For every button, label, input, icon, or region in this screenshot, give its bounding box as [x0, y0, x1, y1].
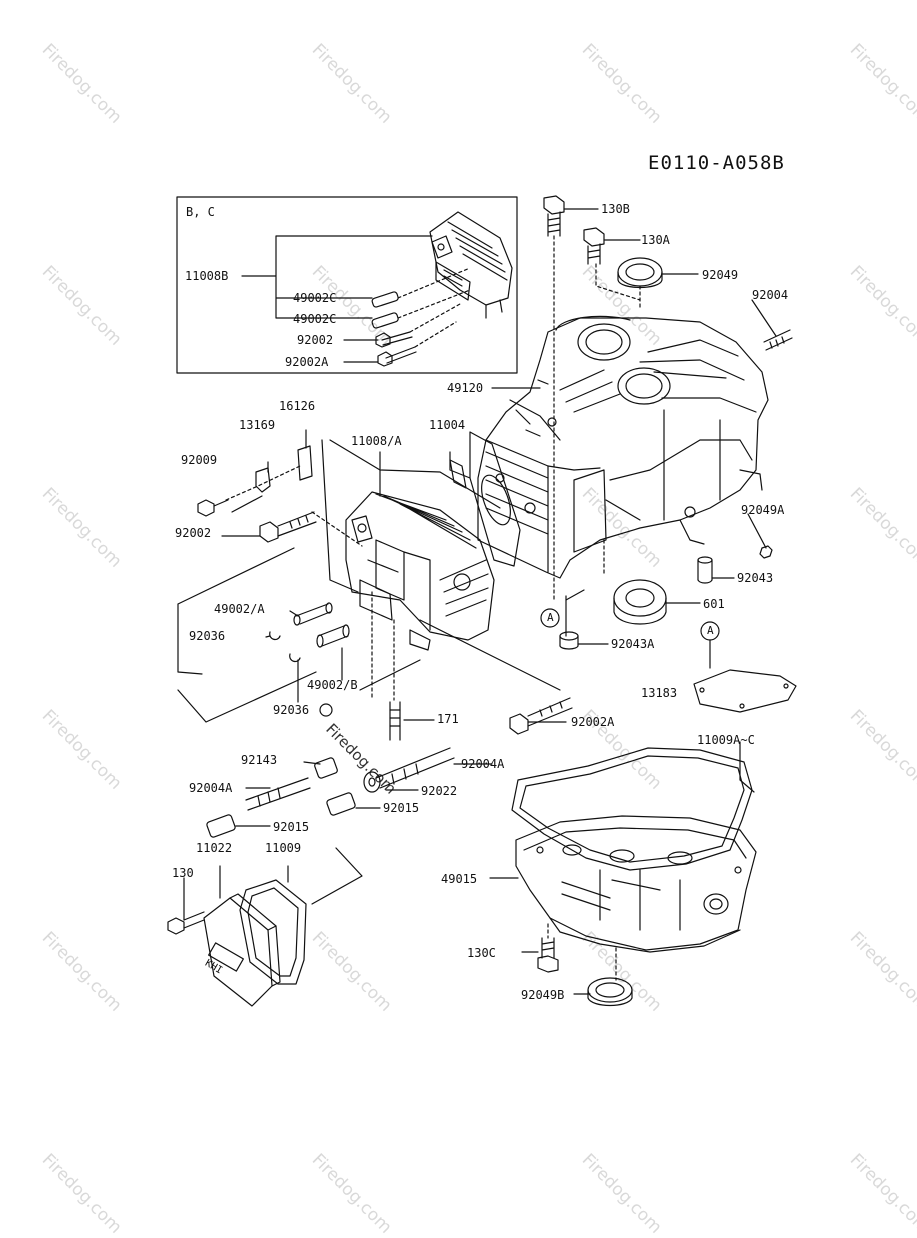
washer-92022-drawing	[363, 771, 381, 793]
part-label[interactable]: 49002C	[293, 291, 337, 305]
part-label[interactable]: 92036	[189, 629, 226, 643]
part-label[interactable]: 49015	[441, 872, 478, 886]
assembly-outline	[177, 439, 561, 723]
part-label[interactable]: 92049B	[521, 988, 565, 1002]
cylinder-head-leader-lines	[221, 429, 567, 827]
part-label[interactable]: 11008B	[185, 269, 229, 283]
part-label[interactable]: 49002/A	[214, 602, 265, 616]
inset-leader-lines	[241, 235, 471, 363]
part-label[interactable]: 92002	[175, 526, 212, 540]
oil-pan-leader-lines	[489, 741, 755, 995]
crankcase-leader-lines	[491, 208, 777, 645]
plate-16126-drawing	[297, 445, 313, 481]
dowel-92043A-drawing	[559, 631, 579, 650]
reference-mark-letter: A	[547, 611, 554, 624]
part-label[interactable]: 92049	[702, 268, 739, 282]
part-label[interactable]: 92015	[273, 820, 310, 834]
stud-171-drawing	[389, 701, 401, 741]
bolt-130-drawing	[167, 911, 205, 935]
part-label[interactable]: 92002A	[285, 355, 329, 369]
pin-92036-drawing	[269, 631, 301, 663]
part-label[interactable]: 16126	[279, 399, 316, 413]
guide-49002A-drawing	[293, 602, 333, 626]
reference-mark-letter: A	[707, 624, 714, 637]
inset-bolts-drawing	[371, 291, 417, 367]
part-label[interactable]: 92049A	[741, 503, 785, 517]
part-label[interactable]: 92143	[241, 753, 278, 767]
clip-13169-drawing	[255, 467, 271, 493]
dowel-92043-drawing	[697, 556, 713, 584]
stud-92004A-1-drawing	[245, 777, 311, 811]
part-label[interactable]: 49002/B	[307, 678, 358, 692]
rocker-cover-drawing	[203, 893, 281, 1007]
rocker-cover-leader-lines	[183, 847, 363, 921]
bolt-130C-drawing	[537, 937, 559, 973]
pin-92049A-drawing	[759, 545, 773, 559]
ring-92036-drawing	[319, 703, 333, 717]
diagram-code: E0110-A058B	[648, 152, 785, 174]
gasket-11009A-drawing	[511, 747, 753, 871]
part-label[interactable]: 92043	[737, 571, 774, 585]
oil-pan-drawing	[515, 815, 757, 953]
stud-92004-drawing	[763, 329, 793, 351]
bolt-92002A-drawing	[509, 697, 573, 735]
inset-frame	[176, 196, 518, 374]
oil-seal-92049B-drawing	[587, 977, 633, 1007]
part-label[interactable]: 92002	[297, 333, 334, 347]
part-label[interactable]: 13169	[239, 418, 276, 432]
inset-cylinder-head-drawing	[429, 211, 513, 319]
part-label[interactable]: 92036	[273, 703, 310, 717]
crankcase-drawing	[477, 315, 769, 579]
part-label[interactable]: 92043A	[611, 637, 655, 651]
inset-title: B, C	[186, 205, 215, 219]
part-label[interactable]: 601	[703, 597, 725, 611]
part-label[interactable]: 171	[437, 712, 459, 726]
part-label[interactable]: 92004A	[189, 781, 233, 795]
collar-92143-drawing	[314, 757, 338, 779]
part-label[interactable]: 11022	[196, 841, 233, 855]
part-label[interactable]: 130	[172, 866, 194, 880]
guide-49002B-drawing	[316, 624, 350, 648]
bearing-601-drawing	[613, 579, 667, 625]
reference-mark-A-2	[700, 621, 720, 669]
oil-seal-92049-drawing	[617, 257, 663, 289]
bolt-130B-drawing	[543, 195, 565, 237]
part-label[interactable]: 11008/A	[351, 434, 402, 448]
part-label[interactable]: 49120	[447, 381, 484, 395]
cylinder-head-drawing	[345, 491, 495, 651]
gasket-13183-drawing	[693, 669, 797, 713]
part-label[interactable]: 11009	[265, 841, 302, 855]
part-label[interactable]: 92004	[752, 288, 789, 302]
bolt-130A-drawing	[583, 227, 605, 265]
part-label[interactable]: 49002C	[293, 312, 337, 326]
stud-92004A-2-drawing	[375, 747, 455, 789]
part-label[interactable]: 130C	[467, 946, 496, 960]
part-label[interactable]: 11009A~C	[697, 733, 755, 747]
part-label[interactable]: 92015	[383, 801, 420, 815]
part-label[interactable]: 92004A	[461, 757, 505, 771]
part-label[interactable]: 92002A	[571, 715, 615, 729]
part-label[interactable]: 130B	[601, 202, 630, 216]
part-label[interactable]: 92009	[181, 453, 218, 467]
parts-diagram	[167, 195, 797, 1007]
gasket-11009-drawing	[239, 879, 307, 985]
bolt-92009-drawing	[197, 499, 229, 517]
part-label[interactable]: 11004	[429, 418, 466, 432]
collar-92015-drawing	[206, 792, 356, 838]
part-label[interactable]: 92022	[421, 784, 458, 798]
bolt-92002-drawing	[259, 511, 317, 543]
part-label[interactable]: 130A	[641, 233, 670, 247]
part-label[interactable]: 13183	[641, 686, 678, 700]
reference-mark-A-1	[540, 608, 560, 628]
